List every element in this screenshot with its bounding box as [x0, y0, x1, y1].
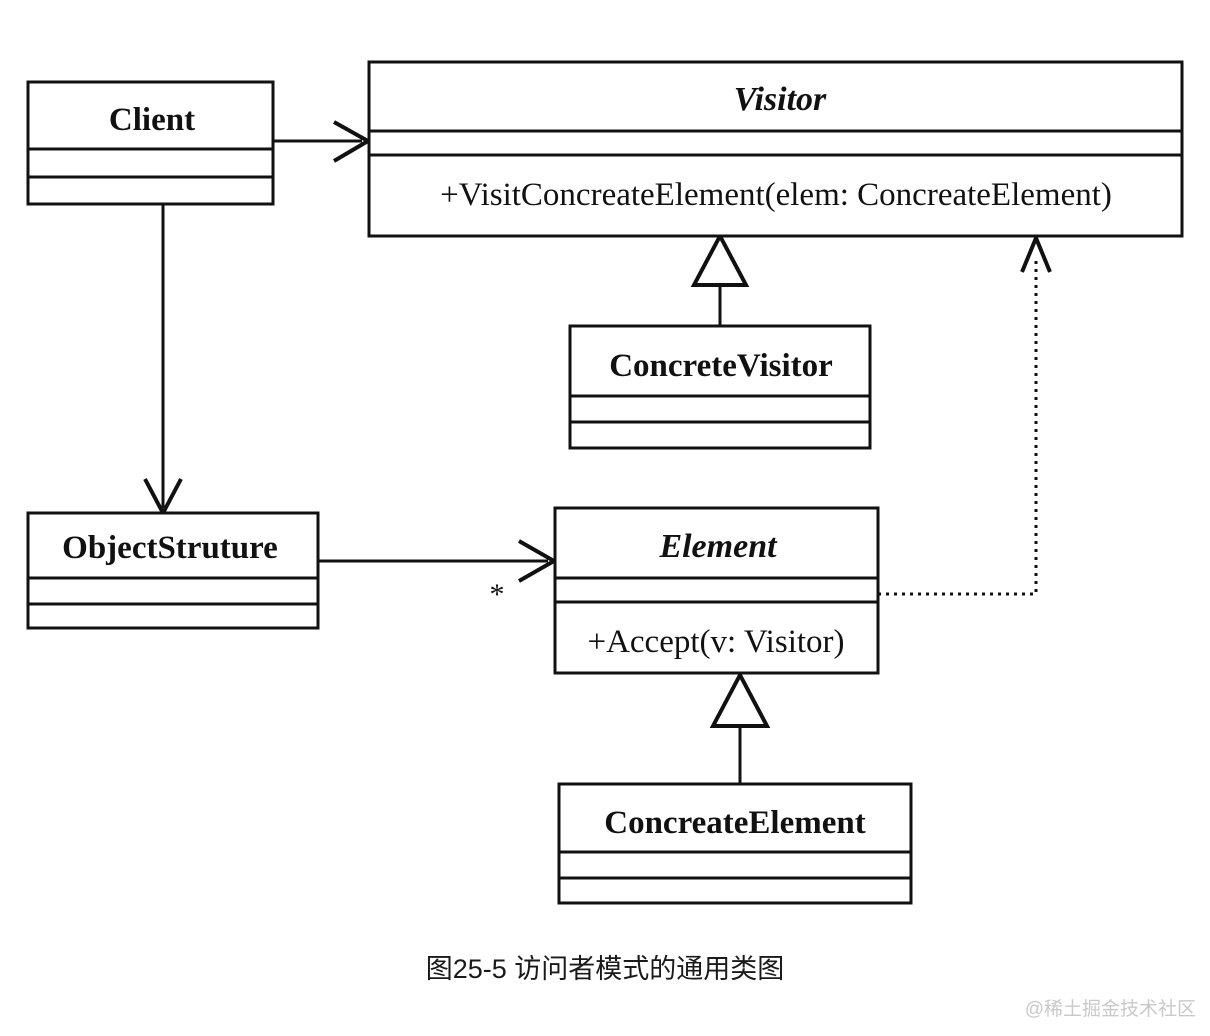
figure-caption: 图25-5 访问者模式的通用类图	[426, 954, 785, 984]
relationship-objectstruture-element: *	[318, 539, 559, 611]
class-name-concreate-element: ConcreateElement	[604, 805, 865, 841]
class-operation-element-accept: +Accept(v: Visitor)	[587, 624, 844, 660]
class-box-concrete-visitor-frame	[568, 324, 872, 450]
class-name-concrete-visitor: ConcreteVisitor	[609, 348, 833, 384]
arrowhead-open-element-visitor	[1020, 232, 1052, 273]
class-name-visitor: Visitor	[734, 81, 827, 118]
class-box-element[interactable]: Element +Accept(v: Visitor)	[553, 506, 880, 675]
class-box-object-struture-frame	[26, 511, 320, 630]
multiplicity-label-star: *	[490, 578, 505, 611]
class-box-visitor[interactable]: Visitor +VisitConcreateElement(elem: Con…	[367, 60, 1184, 238]
watermark-label: @稀土掘金技术社区	[1025, 998, 1196, 1020]
class-name-client: Client	[109, 102, 195, 138]
relationship-concretevisitor-visitor	[690, 231, 750, 326]
relationship-element-visitor	[878, 232, 1052, 596]
class-box-concreate-element-frame	[557, 782, 913, 905]
class-box-element-frame	[553, 506, 880, 675]
hollow-triangle-concreateelement-element	[709, 670, 771, 728]
relationship-client-objectstruture	[143, 204, 183, 518]
class-box-concrete-visitor[interactable]: ConcreteVisitor	[568, 324, 872, 450]
hollow-triangle-concretevisitor-visitor	[690, 231, 750, 287]
class-box-client-frame	[26, 80, 275, 206]
class-name-element: Element	[658, 528, 778, 565]
connector-line-element-visitor-dashed	[878, 258, 1038, 596]
class-box-visitor-frame	[367, 60, 1184, 238]
class-name-object-struture: ObjectStruture	[62, 530, 278, 566]
relationship-concreateelement-element	[709, 670, 771, 784]
class-box-client[interactable]: Client	[26, 80, 275, 206]
class-operation-visitor-visitconcreateelement: +VisitConcreateElement(elem: ConcreateEl…	[440, 177, 1112, 213]
class-box-object-struture[interactable]: ObjectStruture	[26, 511, 320, 630]
class-box-concreate-element[interactable]: ConcreateElement	[557, 782, 913, 905]
relationship-client-visitor	[273, 120, 373, 163]
